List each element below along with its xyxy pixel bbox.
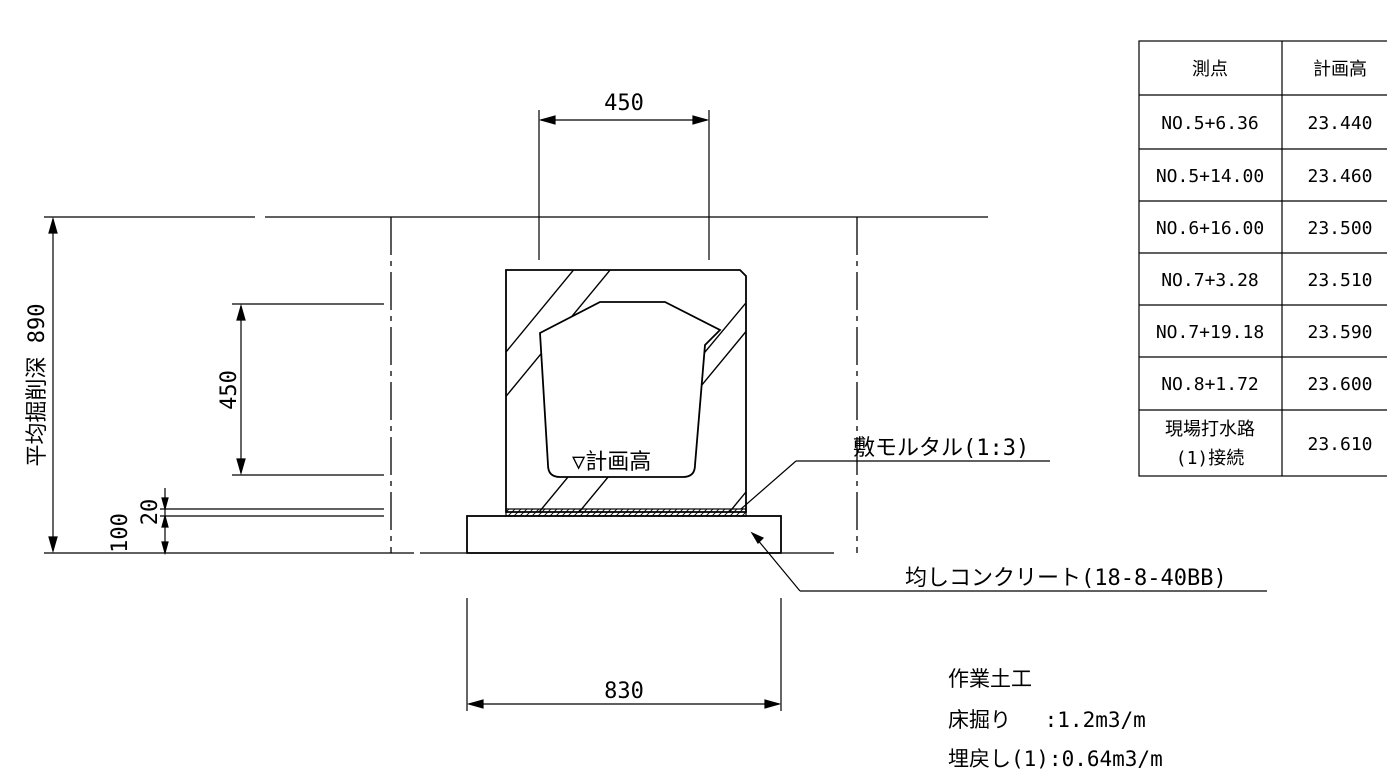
dim-base-width-label: 830 (604, 679, 644, 704)
dim-mortar-base (160, 488, 384, 556)
table-cell-station: NO.8+1.72 (1161, 374, 1259, 395)
dim-inner-height (232, 303, 384, 476)
dim-avg-depth (48, 216, 58, 554)
table-cell-height: 23.600 (1307, 374, 1372, 395)
table-cell-station: NO.5+14.00 (1156, 166, 1264, 187)
table-cell-station: NO.6+16.00 (1156, 218, 1264, 239)
table-cell-height: 23.610 (1307, 434, 1372, 455)
base-concrete (466, 515, 782, 554)
table-cell-station: NO.7+3.28 (1161, 270, 1259, 291)
dim-mortar-label: 20 (138, 499, 163, 526)
plan-height-label: ▽計画高 (572, 450, 651, 475)
dim-top-width (538, 110, 710, 260)
table-cell-station-line2: (1)接続 (1176, 448, 1245, 469)
table-cell-station-line1: 現場打水路 (1165, 419, 1255, 440)
notes-backfill: 埋戻し(1):0.64m3/m (948, 747, 1163, 771)
excavation-boundary (390, 217, 858, 553)
table-cell-height: 23.510 (1307, 270, 1372, 291)
table-cell-station: NO.5+6.36 (1161, 113, 1259, 134)
notes-excavation: 床掘り :1.2m3/m (948, 708, 1146, 732)
plan-height-table: 測点 計画高 NO.5+6.36 23.440 NO.5+14.00 23.46… (1138, 40, 1387, 477)
table-header-height: 計画高 (1313, 59, 1367, 80)
mortar-label: 敷モルタル(1:3) (853, 436, 1029, 461)
dim-top-width-label: 450 (604, 91, 644, 116)
table-cell-height: 23.590 (1307, 322, 1372, 343)
channel-inner-opening (539, 301, 722, 478)
base-concrete-leader (750, 531, 1267, 592)
dim-base-label: 100 (108, 513, 133, 553)
channel-wall (505, 269, 747, 513)
dim-inner-height-label: 450 (217, 370, 242, 410)
earthwork-notes: 作業土工 床掘り :1.2m3/m 埋戻し(1):0.64m3/m (948, 667, 1163, 771)
table-header-station: 測点 (1192, 59, 1228, 80)
base-concrete-label: 均しコンクリート(18-8-40BB) (905, 566, 1227, 591)
dim-avg-depth-label: 平均掘削深 890 (25, 304, 50, 467)
table-cell-height: 23.440 (1307, 113, 1372, 134)
table-cell-station: NO.7+19.18 (1156, 322, 1264, 343)
dim-base-width (466, 598, 782, 711)
notes-title: 作業土工 (948, 667, 1032, 691)
table-cell-height: 23.500 (1307, 218, 1372, 239)
mortar-leader (740, 460, 1050, 510)
table-cell-height: 23.460 (1307, 166, 1372, 187)
